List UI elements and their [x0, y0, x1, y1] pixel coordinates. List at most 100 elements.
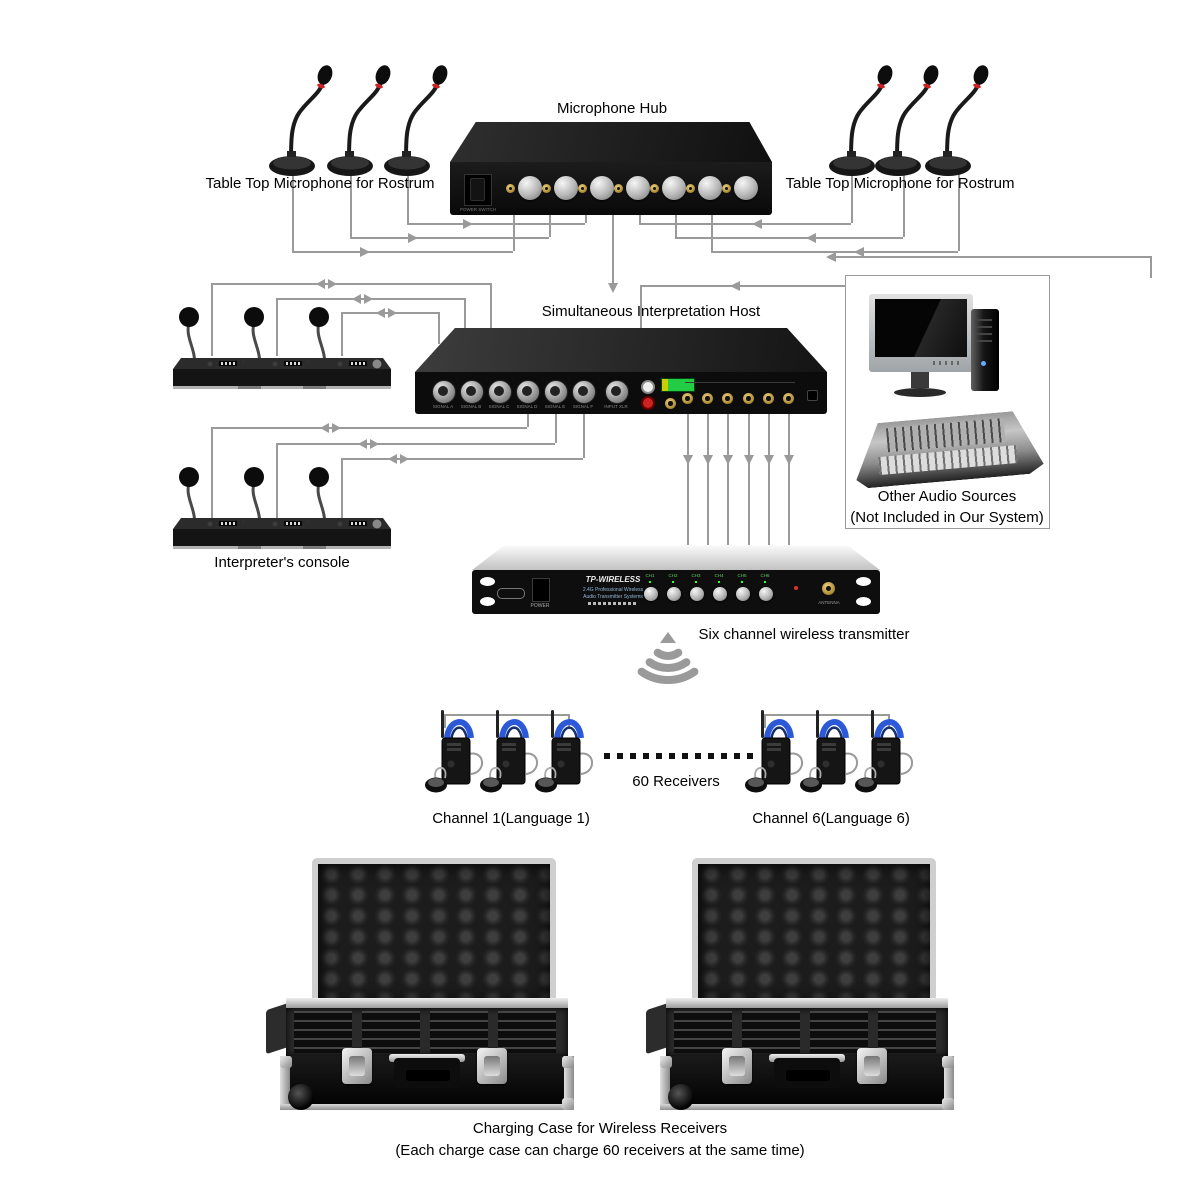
channel-knob	[667, 587, 681, 601]
hub-input-jack	[614, 184, 623, 193]
wireless-receiver	[855, 710, 925, 795]
wire-segment	[836, 256, 1150, 258]
wire-segment	[350, 237, 549, 239]
charging-case-caption-2: (Each charge case can charge 60 receiver…	[395, 1142, 805, 1159]
charging-case	[646, 858, 962, 1110]
host-din-connector	[572, 380, 596, 404]
wire-segment	[640, 285, 642, 370]
computer-tower	[971, 309, 999, 391]
case-hinge	[286, 998, 568, 1008]
host-connector-label: SIGNAL B	[460, 404, 482, 409]
tower-power-led	[981, 361, 986, 366]
case-edge	[660, 1056, 670, 1110]
other-audio-line1: Other Audio Sources	[877, 488, 1017, 505]
host-front-face: SIGNAL A SIGNAL B SIGNAL C SIGNAL D SIGN…	[415, 372, 827, 414]
hub-input-jack	[650, 184, 659, 193]
channel-knob	[713, 587, 727, 601]
arrow-bidirectional	[358, 439, 379, 449]
host-output-jack	[682, 393, 693, 404]
channel-knob	[759, 587, 773, 601]
interpretation-host-device: SIGNAL A SIGNAL B SIGNAL C SIGNAL D SIGN…	[415, 328, 827, 414]
arrow-bidirectional	[316, 279, 337, 289]
case-latch	[722, 1048, 752, 1084]
hub-volume-knob	[734, 176, 758, 200]
case-slot-column	[810, 1011, 868, 1053]
bracket-segment	[444, 714, 570, 716]
case-corner-brace	[562, 1056, 574, 1068]
monitor-stand	[911, 372, 929, 388]
monitor-screen	[875, 299, 967, 357]
audio-mixer	[852, 409, 1045, 489]
hub-power-rocker	[470, 178, 485, 201]
rack-ear-hole	[480, 577, 495, 586]
hub-volume-knob	[554, 176, 578, 200]
case-corner-brace	[562, 1098, 574, 1110]
wire-segment	[513, 215, 515, 251]
wire-segment	[612, 215, 614, 283]
wire-segment	[527, 405, 529, 427]
wire-segment	[211, 283, 490, 285]
wire-segment	[675, 215, 677, 237]
host-connector-label: SIGNAL C	[488, 404, 510, 409]
channel1-label: Channel 1(Language 1)	[432, 810, 590, 827]
rack-ear-hole	[856, 597, 871, 606]
wire-segment	[788, 400, 790, 553]
wire-segment	[851, 173, 853, 223]
wire-segment	[211, 427, 527, 429]
arrow-right	[408, 233, 418, 243]
case-latch	[342, 1048, 372, 1084]
case-corner-brace	[660, 1056, 672, 1068]
case-slot-column	[674, 1011, 732, 1053]
wire-segment	[490, 283, 492, 333]
channel-led	[672, 581, 674, 583]
host-connector-label: SIGNAL E	[544, 404, 566, 409]
wire-segment	[341, 458, 583, 460]
mic-hub-label: Microphone Hub	[556, 100, 668, 117]
wire-segment	[292, 251, 513, 253]
microphone-hub-device: POWER SWITCH	[450, 122, 772, 215]
wire-segment	[549, 215, 551, 237]
antenna-label: ANTENNA	[818, 600, 840, 605]
wire-segment	[711, 215, 713, 251]
hub-input-jack	[578, 184, 587, 193]
case-bottom-strip	[280, 1104, 574, 1110]
charging-case-caption-1: Charging Case for Wireless Receivers	[472, 1120, 728, 1137]
hub-top-face	[450, 122, 772, 162]
transmitter-power-label: POWER	[530, 603, 550, 609]
arrow-left	[730, 281, 740, 291]
channel-led	[718, 581, 720, 583]
wire-segment	[903, 173, 905, 237]
host-rca-white	[641, 380, 655, 394]
case-edge	[944, 1056, 954, 1110]
host-din-connector	[432, 380, 456, 404]
channel-knob	[690, 587, 704, 601]
channel-knob	[736, 587, 750, 601]
channel-knob	[644, 587, 658, 601]
case-slot-column	[742, 1011, 800, 1053]
monitor-buttons	[933, 361, 963, 365]
host-din-connector	[544, 380, 568, 404]
wire-segment	[639, 223, 851, 225]
tower-drive-slots	[976, 319, 992, 345]
arrow-right	[463, 219, 473, 229]
host-connector-label: SIGNAL D	[516, 404, 538, 409]
host-output-group-line	[685, 382, 795, 383]
case-bottom-strip	[660, 1104, 954, 1110]
arrow-bidirectional	[388, 454, 409, 464]
host-output-jack	[763, 393, 774, 404]
wire-segment	[675, 237, 903, 239]
case-corner-brace	[942, 1056, 954, 1068]
arrow-bidirectional	[352, 294, 373, 304]
computer-monitor	[869, 294, 973, 372]
wire-segment	[211, 283, 213, 356]
wire-segment	[687, 400, 689, 553]
wireless-transmitter-device: POWER TP-WIRELESS 2.4G Professional Wire…	[472, 545, 880, 614]
channel-led	[649, 581, 651, 583]
interpreter-console	[295, 463, 395, 558]
transmitter-label: Six channel wireless transmitter	[698, 626, 910, 643]
case-wheel	[668, 1084, 694, 1110]
host-dc-input	[807, 390, 818, 401]
channel-label: CH2	[668, 573, 678, 578]
case-lid-foam	[312, 858, 556, 1010]
case-handle-hole	[786, 1070, 830, 1081]
